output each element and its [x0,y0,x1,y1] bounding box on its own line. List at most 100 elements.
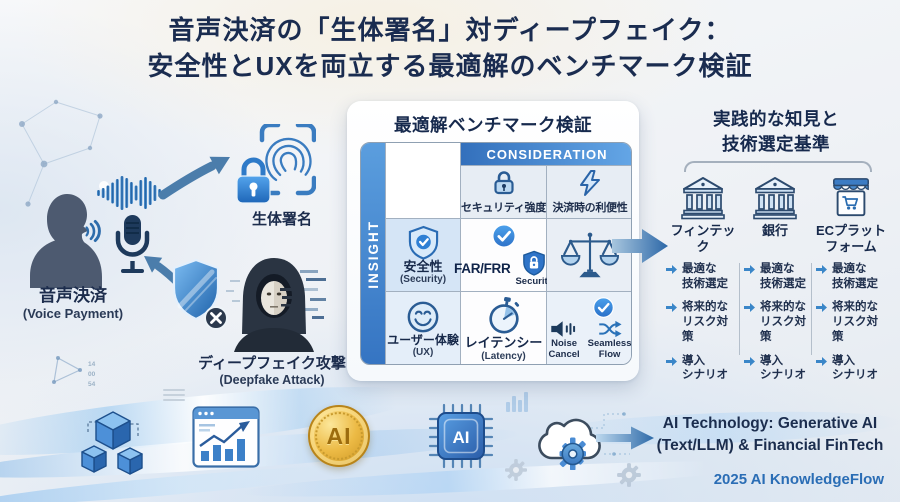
fingerprint-lock-icon [236,124,316,204]
outcomes-title: 実践的な知見と 技術選定基準 [713,109,839,154]
seamless-flow-icon [598,321,622,338]
cell-far-frr: FAR/FRR Security [454,219,553,292]
ghost-gear-icon [505,459,527,481]
latency-sublabel: (Latency) [481,350,526,362]
bullet-list-fintech: 最適な 技術選定 将来的な リスク対策 導入 シナリオ [666,262,736,383]
segment-label: 銀行 [761,223,788,238]
minibar-decoration [506,392,528,412]
segment-label: フィンテック [670,223,736,255]
list-item: 最適な 技術選定 [744,262,808,291]
deepfake-hacker-icon [226,258,326,352]
flow-arrow-icon [158,156,230,200]
insight-axis: INSIGHT [361,143,386,364]
chip-label: AI [453,428,470,447]
row-header-label: 安全性 [403,258,443,274]
x-badge-icon [204,306,228,330]
row-header-ux: ユーザー体験 (UX) [386,292,461,364]
arrow-bullet-icon [744,265,755,274]
deepfake-label: ディープフェイク攻撃 [198,355,346,372]
smiley-icon [407,301,439,332]
arrow-bullet-icon [744,356,755,366]
lightning-icon [580,169,600,196]
cell-flow: Noise Cancel Seamless Flow [547,292,632,364]
segment-ec-platform: ECプラット フォーム [812,176,890,256]
list-item: 将来的な リスク対策 [666,300,736,344]
bullet-list-bank: 最適な 技術選定 将来的な リスク対策 導入 シナリオ [744,262,808,383]
digits-decoration: 14 00 54 [88,361,96,388]
biometric-signature-label: 生体署名 [251,211,312,228]
speech-waves-icon [85,219,101,243]
row-header-sublabel: (Security) [399,274,447,286]
consideration-axis: CONSIDERATION [461,143,631,166]
arrow-bullet-icon [666,356,677,366]
bullet-list-ec: 最適な 技術選定 将来的な リスク対策 導入 シナリオ [816,262,888,383]
ghost-gear-icon [617,463,641,487]
column-divider [739,263,740,355]
voice-payment-label-group: 音声決済 (Voice Payment) [16,281,130,321]
list-item: 最適な 技術選定 [666,262,736,291]
lock-icon [493,171,514,195]
column-header-convenience: 決済時の利便性 [547,166,631,219]
seamless-flow-label: Seamless Flow [587,338,632,360]
matrix-corner-cell [386,143,461,219]
analytics-chart-icon [192,406,260,468]
benchmark-title: 最適解ベンチマーク検証 [394,115,592,135]
list-item: 導入 シナリオ [816,354,888,383]
segment-bank: 銀行 [740,176,810,239]
voice-payment-label: 音声決済 [39,286,107,305]
microphone-icon [115,215,150,273]
shield-check-icon [408,225,438,260]
voice-payment-sublabel: (Voice Payment) [22,306,124,321]
list-item: 将来的な リスク対策 [744,300,808,344]
cell-latency: レイテンシー (Latency) [461,292,547,364]
latency-label: レイテンシー [464,335,543,351]
ai-coin-icon: AI [308,405,370,467]
column-divider [811,263,812,355]
row-header-label: ユーザー体験 [387,332,459,347]
segment-label: ECプラット フォーム [815,223,887,255]
credit-label: 2025 AI KnowledgeFlow [713,471,884,488]
arrow-bullet-icon [816,265,827,274]
gear-icon [559,437,586,470]
bank-icon [681,177,725,220]
check-circle-icon [491,223,516,248]
cell-balance [547,219,631,292]
arrow-bullet-icon [744,303,755,313]
coin-label: AI [326,422,352,449]
deepfake-sublabel: (Deepfake Attack) [219,373,325,387]
arrow-bullet-icon [816,356,827,366]
ai-chip-icon: AI [428,403,494,469]
arrow-bullet-icon [816,303,827,313]
storefront-icon [833,178,869,217]
group-bracket [684,161,872,172]
column-header-label: セキュリティ強度 [461,202,546,214]
noise-cancel-label: Noise Cancel [548,338,580,360]
arrow-bullet-icon [666,303,677,313]
stopwatch-icon [488,297,519,334]
column-header-label: 決済時の利便性 [552,201,628,214]
deepfake-label-group: ディープフェイク攻撃 (Deepfake Attack) [178,352,366,387]
shield-block-icon [172,258,228,330]
far-frr-label: FAR/FRR [454,260,511,276]
arrow-bullet-icon [666,265,677,274]
list-item: 最適な 技術選定 [816,262,888,291]
right-arrow-icon [612,229,668,263]
ai-technology-caption: AI Technology: Generative AI (Text/LLM) … [656,415,884,454]
background-streak [239,454,761,502]
security-badge-label: Security [515,275,553,287]
speaking-person-icon [30,194,102,288]
check-circle-icon [592,297,614,318]
list-item: 導入 シナリオ [744,354,808,383]
segment-fintech: フィンテック [666,176,740,256]
benchmark-panel: 最適解ベンチマーク検証 INSIGHT CONSIDERATION セキュリティ… [347,101,639,381]
benchmark-matrix: INSIGHT CONSIDERATION セキュリティ強度 決済時の利便性 [360,142,632,365]
noise-cancel-icon [551,321,576,337]
list-item: 導入 シナリオ [666,354,736,383]
list-item: 将来的な リスク対策 [816,300,888,344]
fingerprint-icon [265,137,312,182]
page-title: 音声決済の「生体署名」対ディープフェイク： 安全性とUXを両立する最適解のベンチ… [147,15,753,81]
list-decoration [163,389,185,401]
column-header-security-strength: セキュリティ強度 [461,166,547,219]
cloud-gear-icon [538,418,601,470]
